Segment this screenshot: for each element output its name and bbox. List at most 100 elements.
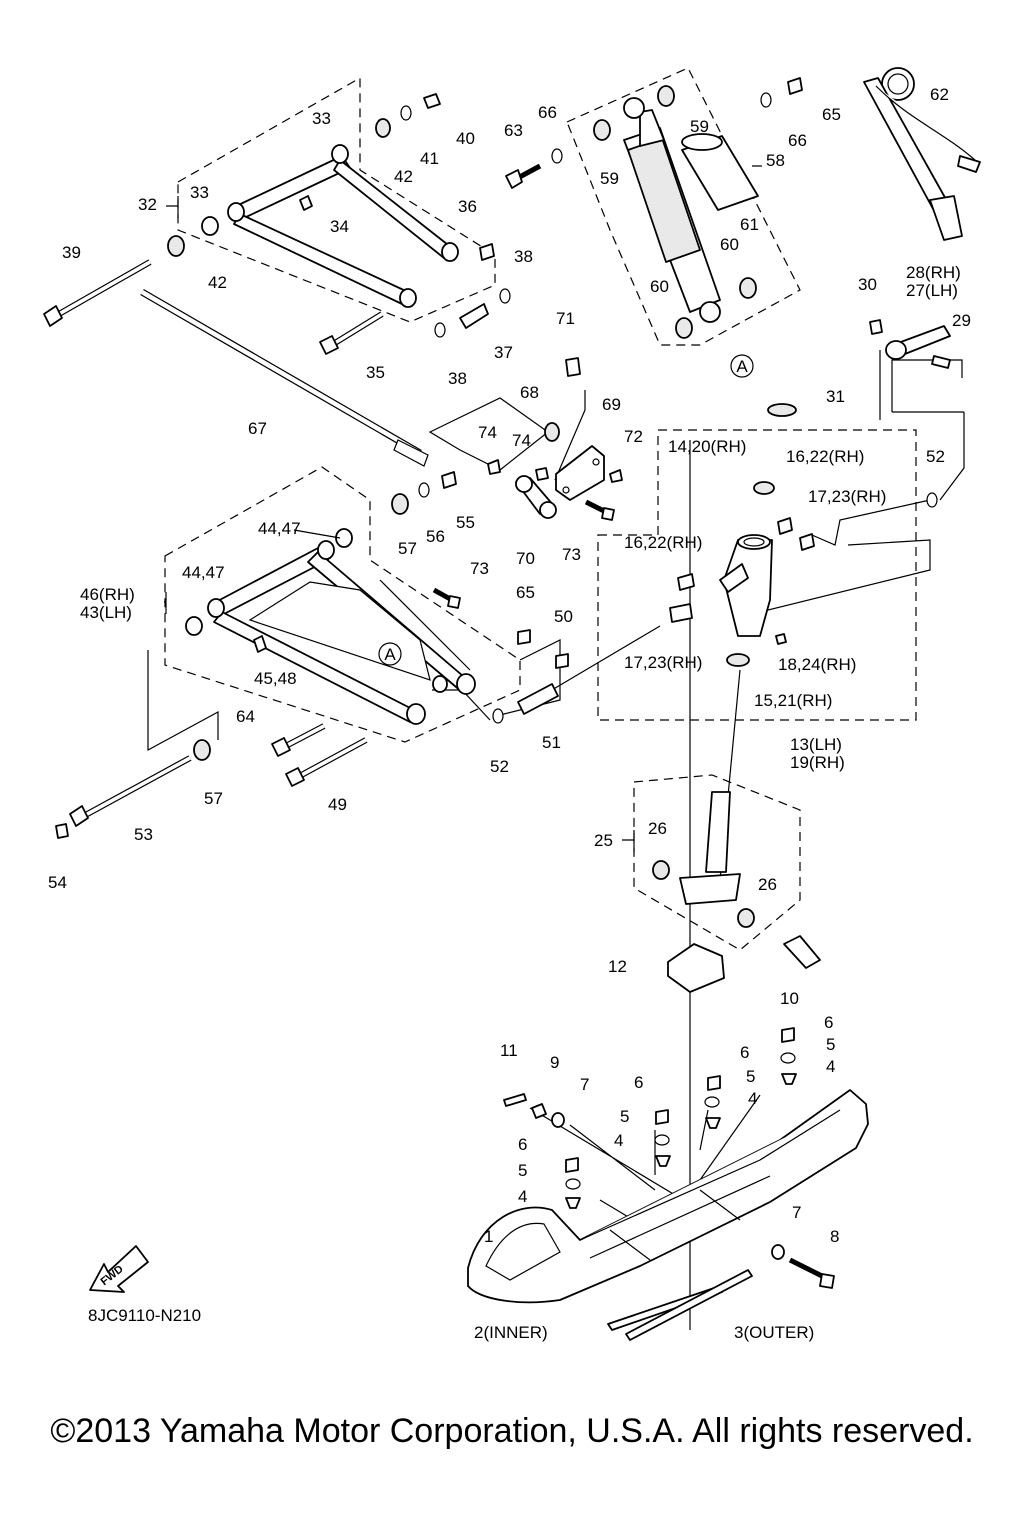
label-part-69: 69 bbox=[602, 395, 621, 414]
part-73-bolt-upper bbox=[584, 499, 615, 521]
label-part-68: 68 bbox=[520, 383, 539, 402]
label-part-16-22-a: 16,22(RH) bbox=[786, 447, 864, 466]
label-part-73-b: 73 bbox=[562, 545, 581, 564]
part-43-46-lower-arm bbox=[207, 540, 476, 725]
label-part-40: 40 bbox=[456, 129, 475, 148]
label-part-44-47-a: 44,47 bbox=[258, 519, 301, 538]
label-part-72: 72 bbox=[624, 427, 643, 446]
label-part-64: 64 bbox=[236, 707, 255, 726]
part-67-shaft bbox=[140, 288, 429, 467]
part-2-3-runners bbox=[607, 1269, 753, 1341]
label-part-61: 61 bbox=[740, 215, 759, 234]
label-part-6-b: 6 bbox=[634, 1073, 643, 1092]
label-part-37: 37 bbox=[494, 343, 513, 362]
part-73-bolt-lower bbox=[432, 587, 461, 609]
ski-hardware bbox=[503, 1027, 797, 1260]
label-part-4-c: 4 bbox=[748, 1089, 757, 1108]
label-part-30: 30 bbox=[858, 275, 877, 294]
label-part-42-b: 42 bbox=[208, 273, 227, 292]
part-13-19-spindle-housing bbox=[669, 481, 938, 667]
label-part-66-a: 66 bbox=[538, 103, 557, 122]
label-part-49: 49 bbox=[328, 795, 347, 814]
part-61-shock-cover bbox=[681, 133, 759, 211]
label-part-5-c: 5 bbox=[746, 1067, 755, 1086]
label-part-17-23-b: 17,23(RH) bbox=[624, 653, 702, 672]
part-25-spindle bbox=[652, 791, 821, 993]
label-part-56: 56 bbox=[426, 527, 445, 546]
connector-lines bbox=[147, 350, 965, 1330]
part-49-bolt bbox=[285, 737, 368, 787]
label-part-29: 29 bbox=[952, 311, 971, 330]
label-part-39: 39 bbox=[62, 243, 81, 262]
label-part-5-a: 5 bbox=[518, 1161, 527, 1180]
label-part-74-b: 74 bbox=[512, 431, 531, 450]
label-part-70: 70 bbox=[516, 549, 535, 568]
label-part-44-47-b: 44,47 bbox=[182, 563, 225, 582]
label-part-6-d: 6 bbox=[824, 1013, 833, 1032]
label-part-26-b: 26 bbox=[758, 875, 777, 894]
label-part-59-a: 59 bbox=[690, 117, 709, 136]
part-58-shock-absorber bbox=[623, 97, 721, 323]
label-part-35: 35 bbox=[366, 363, 385, 382]
label-part-11: 11 bbox=[500, 1041, 518, 1060]
label-part-28: 28(RH) bbox=[906, 263, 961, 282]
label-part-32: 32 bbox=[138, 195, 157, 214]
label-part-2: 2(INNER) bbox=[474, 1323, 548, 1342]
assembly-boundary-58 bbox=[566, 67, 801, 346]
part-63-bolt bbox=[505, 163, 542, 189]
assembly-boundary-25 bbox=[633, 774, 801, 951]
label-part-65-a: 65 bbox=[822, 105, 841, 124]
label-part-60-b: 60 bbox=[650, 277, 669, 296]
label-part-4-b: 4 bbox=[614, 1131, 623, 1150]
label-part-5-d: 5 bbox=[826, 1035, 835, 1054]
part-1-ski bbox=[467, 1089, 869, 1304]
label-part-43: 43(LH) bbox=[80, 603, 132, 622]
label-part-71: 71 bbox=[556, 309, 575, 328]
label-part-6-c: 6 bbox=[740, 1043, 749, 1062]
label-part-62: 62 bbox=[930, 85, 949, 104]
callout-a-shock: A bbox=[730, 354, 754, 378]
part-32-upper-arm bbox=[227, 155, 459, 308]
copyright-notice: ©2013 Yamaha Motor Corporation, U.S.A. A… bbox=[50, 1412, 974, 1450]
part-70-link-rod bbox=[515, 475, 557, 519]
label-part-12: 12 bbox=[608, 957, 627, 976]
label-part-51: 51 bbox=[542, 733, 561, 752]
label-part-4-a: 4 bbox=[518, 1187, 527, 1206]
label-part-59-b: 59 bbox=[600, 169, 619, 188]
label-part-34: 34 bbox=[330, 217, 349, 236]
label-part-5-b: 5 bbox=[620, 1107, 629, 1126]
part-39-bolt bbox=[43, 259, 152, 327]
label-part-60-a: 60 bbox=[720, 235, 739, 254]
label-part-55: 55 bbox=[456, 513, 475, 532]
label-part-10: 10 bbox=[780, 989, 799, 1008]
label-part-73-a: 73 bbox=[470, 559, 489, 578]
label-part-66-b: 66 bbox=[788, 131, 807, 150]
label-part-17-23-a: 17,23(RH) bbox=[808, 487, 886, 506]
label-part-38-a: 38 bbox=[514, 247, 533, 266]
label-part-36: 36 bbox=[458, 197, 477, 216]
part-35-bolt bbox=[319, 311, 384, 355]
label-part-15-21: 15,21(RH) bbox=[754, 691, 832, 710]
label-part-31: 31 bbox=[826, 387, 845, 406]
label-part-18-24: 18,24(RH) bbox=[778, 655, 856, 674]
label-part-19-rh: 19(RH) bbox=[790, 753, 845, 772]
label-part-3: 3(OUTER) bbox=[734, 1323, 814, 1342]
part-64-bolt bbox=[271, 723, 326, 757]
label-part-50: 50 bbox=[554, 607, 573, 626]
assembly-boundary-13-19 bbox=[597, 429, 917, 721]
label-part-65-b: 65 bbox=[516, 583, 535, 602]
fwd-arrow-icon: FWD bbox=[89, 1245, 149, 1293]
label-part-52-b: 52 bbox=[926, 447, 945, 466]
label-part-42-a: 42 bbox=[394, 167, 413, 186]
label-part-45-48: 45,48 bbox=[254, 669, 297, 688]
label-part-26-a: 26 bbox=[648, 819, 667, 838]
part-62-gauge-pump bbox=[863, 67, 981, 241]
label-part-7-b: 7 bbox=[792, 1203, 801, 1222]
shock-bushings bbox=[593, 77, 803, 339]
label-part-33-a: 33 bbox=[312, 109, 331, 128]
label-part-54: 54 bbox=[48, 873, 67, 892]
label-part-53: 53 bbox=[134, 825, 153, 844]
label-part-25: 25 bbox=[594, 831, 613, 850]
part-8-bolt bbox=[788, 1257, 835, 1289]
